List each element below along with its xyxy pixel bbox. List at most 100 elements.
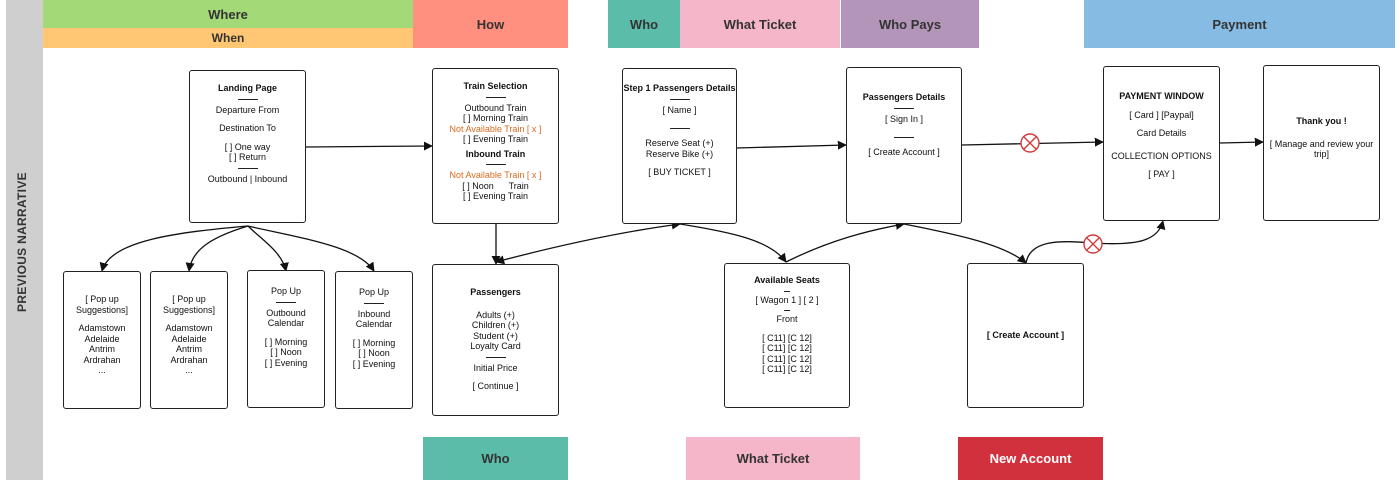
- card-title: PAYMENT WINDOW: [1119, 91, 1204, 101]
- card-popup-suggestions-1: [ Pop up Suggestions] Adamstown Adelaide…: [63, 271, 141, 409]
- card-line: [ ] Morning: [352, 337, 396, 348]
- card-line: [ ] Evening Train: [462, 134, 529, 144]
- card-inbound-calendar: Pop Up Inbound Calendar [ ] Morning [ ] …: [335, 271, 413, 409]
- band-who: Who: [608, 0, 680, 48]
- card-passengers-details: Passengers Details [ Sign In ] [ Create …: [846, 67, 962, 224]
- card-line: Student (+): [473, 330, 518, 341]
- card-line: Outbound Train: [464, 102, 527, 113]
- card-line: Reserve Bike (+): [645, 148, 714, 159]
- card-line: Ardrahan: [170, 354, 208, 365]
- card-line: Adelaide: [171, 333, 207, 344]
- card-line: trip]: [1313, 149, 1329, 159]
- band-how: How: [413, 0, 568, 48]
- card-line: [ ] Morning Train: [462, 113, 529, 123]
- card-line: [ ] Noon Train: [462, 180, 529, 191]
- card-available-seats: Available Seats [ Wagon 1 ] [ 2 ] Front …: [724, 263, 850, 408]
- connector-landing-to-outbound-calendar: [247, 225, 289, 272]
- band-label: What Ticket: [736, 451, 810, 466]
- card-line: Adelaide: [84, 333, 120, 344]
- card-line: Adults (+): [476, 309, 515, 320]
- card-title: Available Seats: [754, 275, 820, 285]
- card-line: [ BUY TICKET ]: [648, 167, 711, 177]
- card-line: [ PAY ]: [1148, 169, 1175, 179]
- band-label: Who: [629, 16, 659, 32]
- connector-passengers-step1: [495, 220, 681, 265]
- band-label: Who: [481, 451, 510, 466]
- card-line: Outbound: [266, 307, 306, 318]
- band-payment: Payment: [1084, 0, 1395, 48]
- card-line: [ ] Evening Train: [462, 191, 529, 201]
- card-line: Reserve Seat (+): [645, 138, 714, 148]
- card-line: [ ] Noon: [358, 348, 390, 358]
- band-bottom-what-ticket: What Ticket: [686, 437, 860, 480]
- card-line: [ ] Morning: [264, 336, 308, 347]
- band-where: Where: [43, 0, 413, 28]
- card-train-selection: Train Selection Outbound Train [ ] Morni…: [432, 68, 559, 224]
- card-title: Passengers: [470, 287, 521, 297]
- connector-landing-to-popup1: [99, 225, 249, 272]
- connector-landing-to-inbound-calendar: [247, 225, 375, 272]
- band-label: Where: [208, 6, 248, 22]
- card-line: Departure From: [215, 104, 280, 115]
- card-title: Train Selection: [463, 81, 528, 91]
- card-line: [ Sign In ]: [884, 113, 924, 124]
- card-line: [ Pop up: [85, 294, 119, 304]
- band-label: Payment: [1212, 16, 1267, 32]
- card-line: Pop Up: [358, 287, 390, 297]
- card-thank-you: Thank you ! [ Manage and review your tri…: [1263, 65, 1380, 221]
- card-line: [ C11] [C 12]: [762, 343, 812, 353]
- connector-seats-to-details: [785, 220, 905, 263]
- card-line-unavailable: Not Available Train [ x ]: [449, 170, 542, 180]
- band-label: Who Pays: [878, 16, 942, 32]
- card-subtitle: Inbound Train: [465, 148, 526, 159]
- blocked-marker-1: [1020, 133, 1040, 153]
- card-line: Inbound: [357, 308, 391, 319]
- band-bottom-new-account: New Account: [958, 437, 1103, 480]
- card-line: [ Pop up: [172, 294, 206, 304]
- previous-narrative-sidebar: [6, 0, 43, 480]
- connector-details-to-create: [903, 223, 1027, 264]
- card-line: Antrim: [88, 344, 115, 354]
- connector-step1-seats: [679, 223, 787, 263]
- card-payment-window: PAYMENT WINDOW [ Card ] [Paypal] Card De…: [1103, 66, 1220, 221]
- card-line: Suggestions]: [75, 304, 129, 315]
- band-label: What Ticket: [723, 16, 797, 32]
- card-line: Loyalty Card: [470, 341, 521, 351]
- card-line: Outbound | Inbound: [207, 173, 288, 184]
- card-title: Thank you !: [1296, 116, 1347, 126]
- card-line: Suggestions]: [162, 304, 216, 315]
- band-label: When: [211, 31, 245, 45]
- card-line: Destination To: [219, 123, 276, 133]
- card-title: [ Create Account ]: [986, 330, 1065, 341]
- card-popup-suggestions-2: [ Pop up Suggestions] Adamstown Adelaide…: [150, 271, 228, 409]
- band-bottom-who: Who: [423, 437, 568, 480]
- card-line: [ Card ] [Paypal]: [1129, 109, 1194, 120]
- card-line: [ Wagon 1 ] [ 2 ]: [755, 294, 819, 305]
- card-line: Calendar: [355, 319, 393, 329]
- band-what-ticket: What Ticket: [680, 0, 840, 48]
- blocked-marker-2: [1083, 234, 1103, 254]
- card-outbound-calendar: Pop Up Outbound Calendar [ ] Morning [ ]…: [247, 270, 325, 408]
- card-line: [ ] Noon: [270, 347, 302, 357]
- card-line-unavailable: Not Available Train [ x ]: [449, 123, 542, 134]
- card-line: [ ] Return: [228, 152, 266, 162]
- card-line: [ Create Account ]: [868, 147, 940, 157]
- card-line: Adamstown: [165, 323, 213, 333]
- card-line: [ Continue ]: [472, 381, 519, 391]
- card-landing-page: Landing Page Departure From Destination …: [189, 70, 306, 223]
- card-line: Initial Price: [473, 362, 518, 373]
- connector-step1-to-details: [736, 140, 847, 150]
- card-line: [ ] Evening: [264, 357, 308, 368]
- card-title: Landing Page: [217, 83, 277, 93]
- card-create-account: [ Create Account ]: [967, 263, 1084, 408]
- band-label: How: [476, 16, 505, 32]
- connector-payment-to-thanks: [1219, 137, 1264, 147]
- card-line: Card Details: [1136, 128, 1187, 138]
- card-passengers: Passengers Adults (+) Children (+) Stude…: [432, 264, 559, 416]
- card-line: Ardrahan: [83, 354, 121, 365]
- card-line: ...: [98, 365, 106, 375]
- card-line: [ Manage and review your: [1269, 138, 1374, 149]
- connector-landing-to-train: [305, 141, 433, 151]
- card-title: Passengers Details: [862, 92, 946, 102]
